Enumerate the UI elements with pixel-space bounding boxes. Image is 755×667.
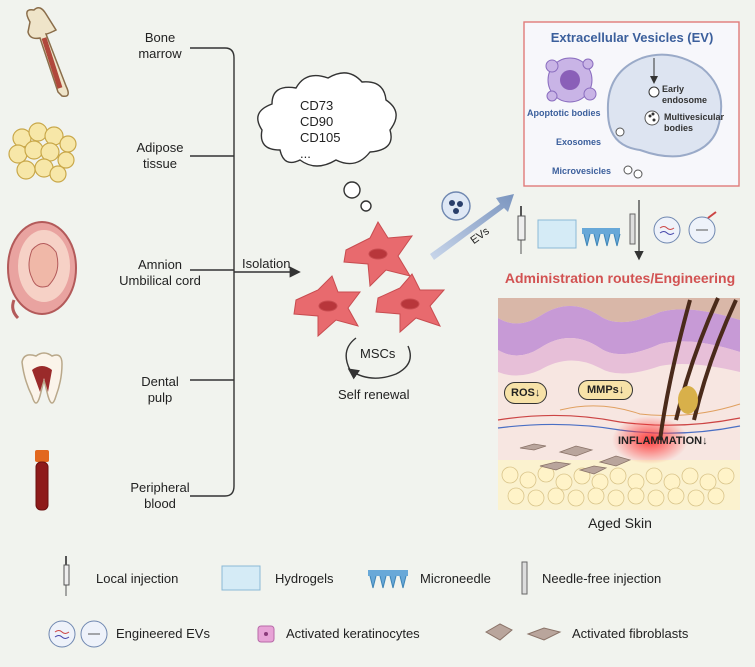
mmps-badge: MMPs↓ [578,380,634,400]
marker-cd90: CD90 [300,114,334,129]
exosomes-label: Exosomes [556,137,602,147]
msc-label: MSCs [360,346,396,361]
bone-icon [26,7,69,98]
apoptotic-bodies-label: Apoptotic bodies [527,108,601,118]
engineered-ev-icon [653,216,681,244]
self-renewal-label: Self renewal [338,387,410,402]
admin-routes-title: Administration routes/Engineering [504,270,736,286]
marker-more: ... [300,146,311,161]
evs-arrow [430,191,514,260]
legend-needle-free-icon [521,561,528,595]
legend-local-injection: Local injection [96,571,179,586]
blood-tube-icon [35,450,49,511]
source-bone-marrow: Bone marrow [138,30,182,61]
source-peripheral-blood: Peripheral blood [130,480,190,511]
legend-microneedle-icon [368,570,408,589]
ros-badge: ROS↓ [504,382,548,404]
early-endosome-label: Early endosome [662,84,708,105]
ev-box-title: Extracellular Vesicles (EV) [550,30,714,45]
source-amnion-umbilical-cord: Amnion Umbilical cord [119,257,201,288]
legend-activated-keratinocytes: Activated keratinocytes [286,626,420,641]
marker-list: CD73 CD90 CD105 ... [300,98,360,162]
marker-cd73: CD73 [300,98,334,113]
legend-engineered-evs: Engineered EVs [116,626,210,641]
uterus-icon [7,221,77,320]
legend-keratinocyte-icon [257,625,275,643]
ev-cell-icon [606,53,723,179]
aged-skin-caption: Aged Skin [588,515,652,531]
legend-hydrogels: Hydrogels [275,571,334,586]
needle-free-icon [629,213,636,245]
tooth-icon [21,352,63,404]
engineered-ev-icon-2 [688,211,717,244]
legend-local-injection-icon [63,556,70,596]
adipose-icon [8,122,77,183]
legend-engineered-ev-icon [48,620,108,648]
self-renewal-arrow [346,337,411,378]
microvesicles-label: Microvesicles [552,166,612,176]
multivesicular-bodies-label: Multivesicular bodies [664,112,725,133]
isolation-label: Isolation [242,256,291,271]
legend-needle-free: Needle-free injection [542,571,662,586]
legend-hydrogel-icon [221,565,261,591]
hydrogel-icon [537,219,577,249]
msc-cells [293,220,446,338]
aged-skin-illustration [497,297,741,510]
inflammation-label: INFLAMMATION↓ [618,435,708,447]
legend-fibroblast-icon [484,623,562,641]
microneedle-icon [582,228,621,247]
marker-cd105: CD105 [300,130,341,145]
legend-microneedle: Microneedle [420,571,491,586]
apoptotic-body-icon [545,57,597,103]
ev-box [523,21,740,187]
source-bracket [190,47,301,497]
syringe-icon [517,206,526,254]
marker-cloud [257,72,397,212]
source-dental-pulp: Dental pulp [141,374,179,405]
source-adipose-tissue: Adipose tissue [136,140,184,171]
admin-tools [517,200,717,261]
legend-activated-fibroblasts: Activated fibroblasts [572,626,689,641]
